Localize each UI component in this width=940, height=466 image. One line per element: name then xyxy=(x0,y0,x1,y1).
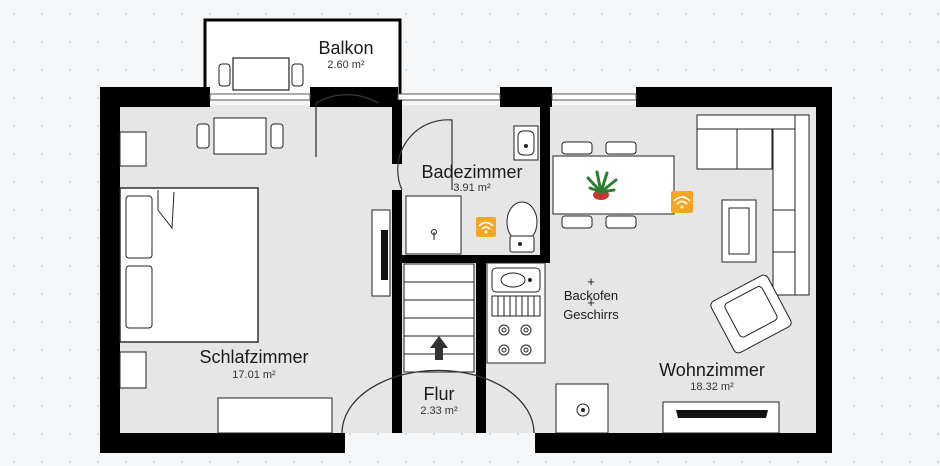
arrow-up-icon xyxy=(430,336,448,360)
balkon-name: Balkon xyxy=(318,38,373,58)
schlaf-area: 17.01 m² xyxy=(232,369,276,381)
tv-stand xyxy=(662,401,780,434)
dish-rack xyxy=(491,295,541,317)
nightstand-bottom xyxy=(119,351,147,389)
flur-name: Flur xyxy=(424,384,455,404)
wardrobe xyxy=(217,397,333,434)
balkon-table xyxy=(218,57,304,91)
balkon-door[interactable] xyxy=(315,94,379,157)
plant-icon xyxy=(586,170,618,200)
stove xyxy=(498,324,532,356)
tv-unit xyxy=(371,209,391,297)
oven-label: Backofen xyxy=(564,288,618,303)
wohn-area: 18.32 m² xyxy=(690,381,734,393)
shower xyxy=(405,195,462,255)
dining-table xyxy=(552,141,675,229)
bad-area: 3.91 m² xyxy=(453,182,491,194)
coffee-table xyxy=(721,199,757,263)
washing-machine xyxy=(555,383,609,434)
kitchen-sink xyxy=(491,267,541,293)
sofa xyxy=(696,114,810,296)
bathroom-furniture xyxy=(405,125,539,255)
bathroom-door[interactable] xyxy=(397,119,453,191)
wifi-icon-bathroom xyxy=(476,217,496,237)
toilet xyxy=(506,201,538,253)
armchair xyxy=(710,274,792,354)
schlaf-name: Schlafzimmer xyxy=(199,347,308,367)
schlafzimmer-furniture xyxy=(119,117,391,434)
desk xyxy=(196,117,284,155)
bed xyxy=(119,187,259,343)
bathroom-sink xyxy=(513,125,539,161)
kitchen: + Backofen + Geschirrs xyxy=(486,262,619,434)
dishwasher-label: Geschirrs xyxy=(563,307,619,322)
stairs xyxy=(403,263,475,373)
windows xyxy=(209,93,637,101)
interior-walls xyxy=(392,100,550,433)
flur-area: 2.33 m² xyxy=(420,405,458,417)
cross-marker-oven: + xyxy=(587,274,595,289)
wohnzimmer-furniture xyxy=(552,114,810,434)
cross-marker-dishwasher: + xyxy=(587,295,595,310)
nightstand-top xyxy=(119,131,147,167)
outer-walls xyxy=(100,87,832,453)
wohn-name: Wohnzimmer xyxy=(659,360,765,380)
bad-name: Badezimmer xyxy=(421,162,522,182)
wifi-icon-living xyxy=(671,191,693,213)
entrance-door[interactable] xyxy=(341,369,535,434)
balkon-area: 2.60 m² xyxy=(327,59,365,71)
balkon-room: Balkon 2.60 m² xyxy=(203,18,402,100)
